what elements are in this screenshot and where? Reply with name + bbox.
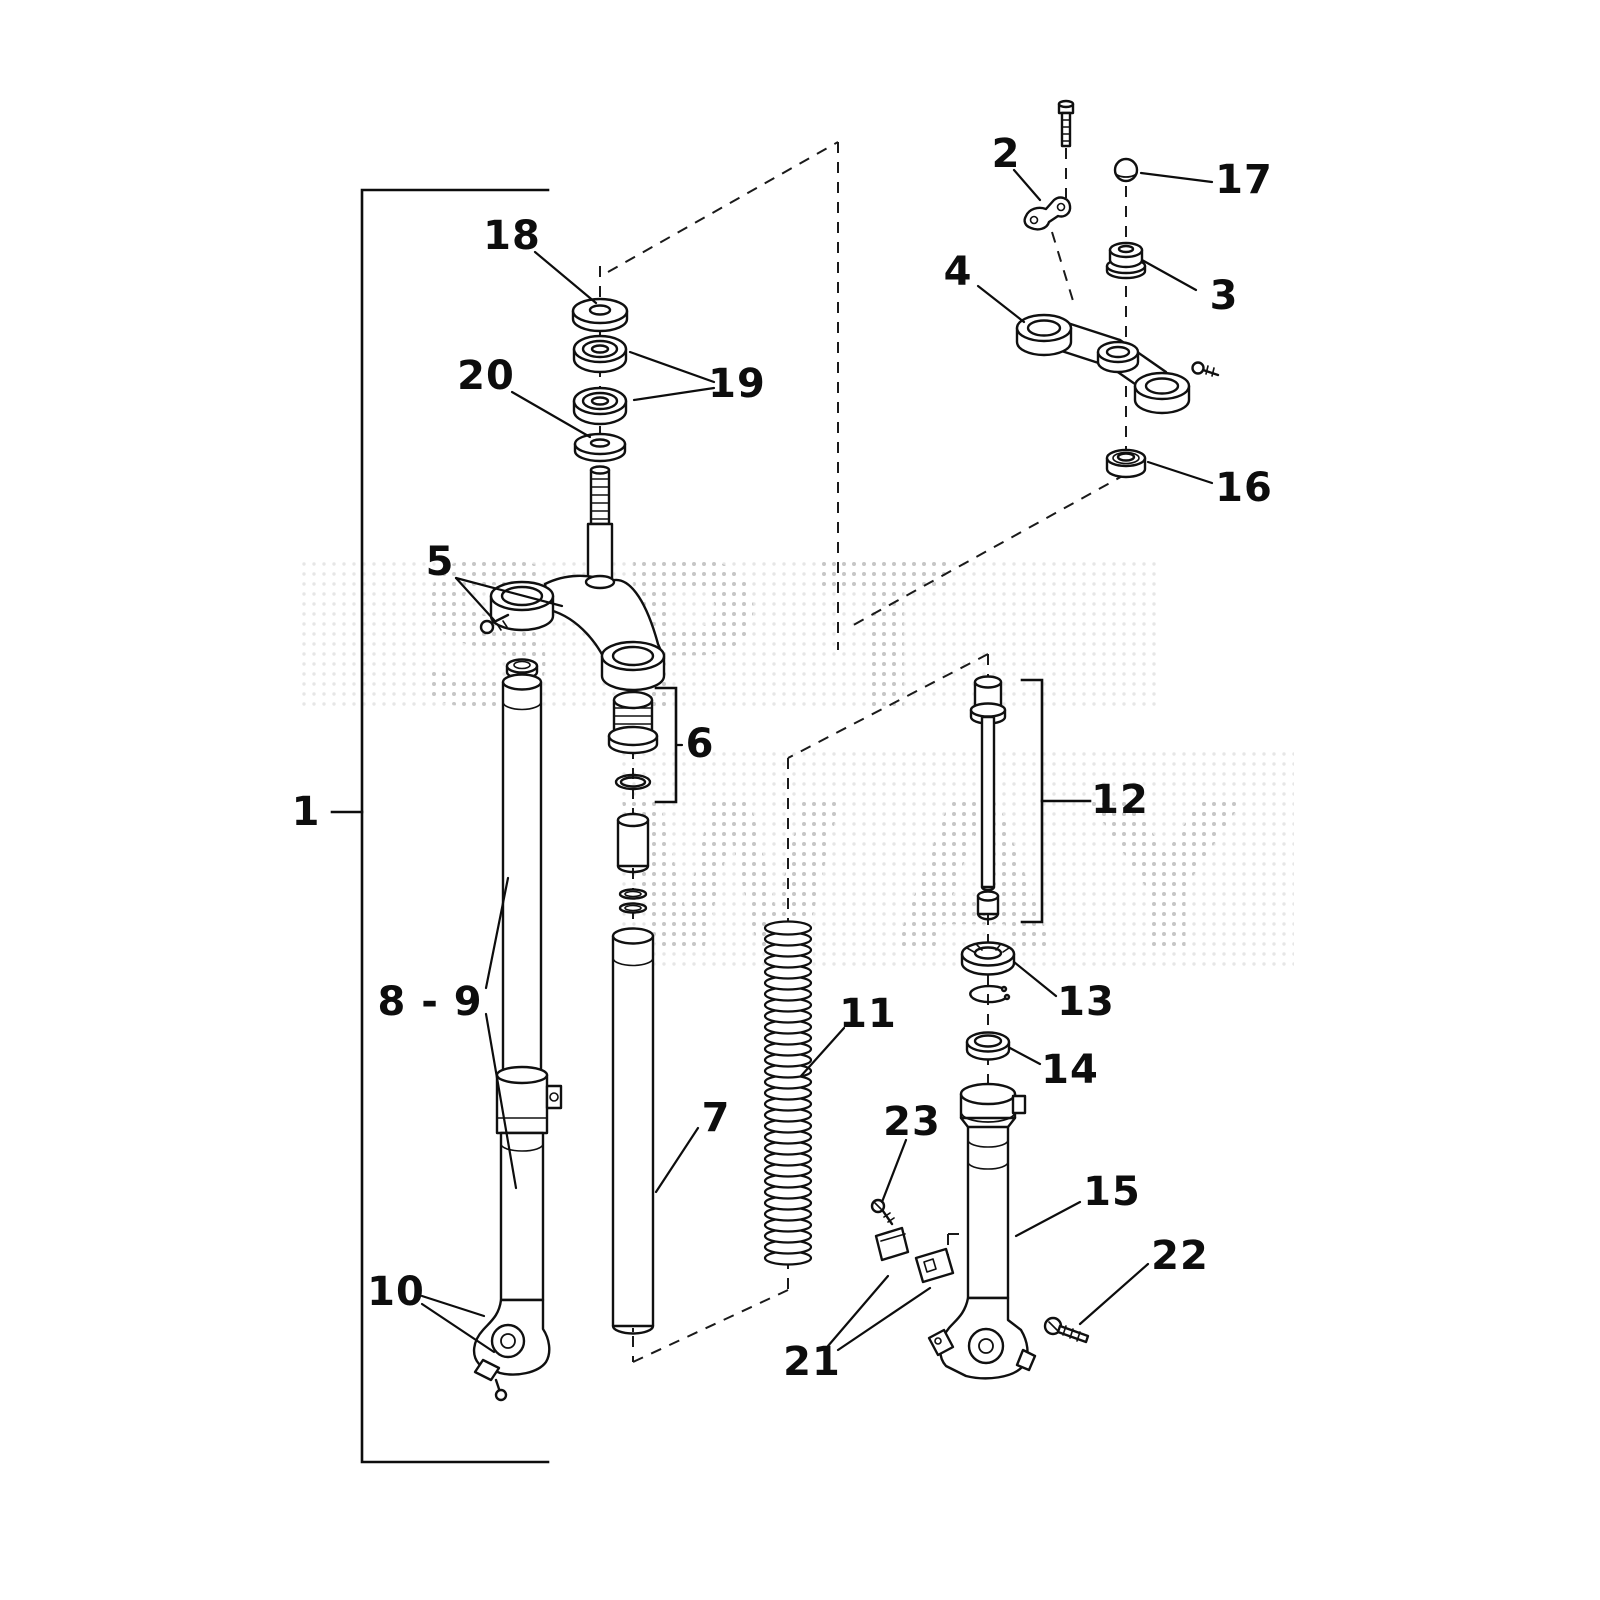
clamp-piece-21a: [874, 1226, 910, 1262]
thin-ring-lower: [618, 902, 648, 914]
callout-14: 14: [1041, 1047, 1099, 1093]
fork-spring-11: [763, 920, 813, 1266]
callout-4: 4: [943, 249, 973, 295]
clamp-bolt: [1057, 99, 1075, 148]
leader-7: [654, 1126, 700, 1194]
callout-17: 17: [1215, 157, 1273, 203]
inner-fork-tube-7: [611, 927, 655, 1335]
leader-11: [799, 1026, 846, 1078]
lower-triple-clamp-5: [479, 574, 666, 692]
leader-22: [1078, 1262, 1150, 1326]
leader-14: [1008, 1046, 1042, 1066]
callout-23: 23: [883, 1099, 941, 1145]
callout-15: 15: [1083, 1169, 1141, 1215]
callout-20: 20: [457, 353, 515, 399]
nut-3: [1105, 241, 1147, 280]
callout-21: 21: [783, 1339, 841, 1385]
washer-18: [571, 297, 629, 333]
leader-19b: [632, 386, 716, 402]
callout-19: 19: [708, 361, 766, 407]
leader-8-9b: [484, 1012, 518, 1190]
leader-16: [1146, 460, 1214, 485]
upper-triple-clamp-4: [1015, 313, 1220, 415]
o-ring-6: [614, 773, 652, 791]
leader-10a: [420, 1294, 486, 1318]
leader-lines: [420, 168, 1214, 1354]
bearing-19-lower: [572, 386, 628, 426]
leader-17: [1139, 171, 1214, 184]
callout-10: 10: [367, 1269, 425, 1315]
leader-10b: [420, 1302, 496, 1354]
callout-2: 2: [991, 131, 1021, 177]
leader-21a: [826, 1274, 890, 1348]
watermark: SPT WAY: [302, 521, 1297, 1002]
pinch-bolt: [479, 613, 510, 635]
callout-1: 1: [291, 789, 321, 835]
callout-7: 7: [701, 1095, 731, 1141]
leader-2: [1012, 168, 1042, 202]
leader-19a: [628, 350, 716, 384]
guide-line: [847, 473, 1127, 629]
leader-13: [1012, 960, 1058, 998]
washer-20: [573, 432, 627, 463]
leader-18: [533, 250, 598, 305]
callout-22: 22: [1151, 1233, 1209, 1279]
bearing-19-upper: [572, 334, 628, 374]
callout-12: 12: [1091, 777, 1149, 823]
callout-8-9: 8 - 9: [377, 979, 483, 1025]
leader-5b: [454, 576, 564, 608]
watermark-text-line2: WAY: [615, 757, 1297, 1002]
parts-artwork: [472, 99, 1220, 1402]
leader-5a: [454, 576, 496, 622]
guide-line: [787, 653, 989, 759]
thin-ring-upper: [618, 888, 648, 900]
guide-line: [607, 141, 839, 273]
callout-11: 11: [839, 991, 897, 1037]
clamp-pinch-screw: [1191, 361, 1220, 377]
callout-6: 6: [685, 721, 715, 767]
damper-rod-12: [969, 675, 1007, 892]
screw-22: [1043, 1316, 1090, 1344]
damper-piece: [976, 890, 1000, 921]
clamp-piece-2: [1023, 196, 1072, 231]
screw-23: [870, 1198, 895, 1226]
watermark-band-top: [302, 560, 1160, 710]
right-fork-leg-15: [927, 1082, 1037, 1380]
guide-line: [632, 1289, 789, 1363]
guide-axis: [1051, 231, 1075, 305]
spacer-sleeve: [616, 812, 650, 874]
callout-3: 3: [1209, 273, 1239, 319]
leader-8-9a: [484, 876, 510, 990]
nut-16: [1105, 448, 1147, 479]
watermark-band-bottom: [618, 752, 1294, 968]
dome-bolt-17: [1113, 157, 1139, 183]
snap-ring: [969, 984, 1011, 1004]
oil-seal-13: [960, 941, 1016, 976]
leader-21b: [836, 1286, 932, 1352]
callout-18: 18: [483, 213, 541, 259]
leader-23: [880, 1138, 908, 1204]
leader-15: [1014, 1200, 1082, 1238]
callout-13: 13: [1057, 979, 1115, 1025]
steering-stem: [586, 465, 614, 588]
leader-20: [510, 390, 592, 439]
leader-4: [976, 284, 1026, 324]
leader-3: [1140, 258, 1198, 292]
fork-cap-6: [607, 690, 659, 755]
left-fork-leg-8-9: [495, 658, 563, 1302]
clamp-piece-21b: [914, 1247, 955, 1284]
bracket-part-1: [360, 188, 550, 1464]
dust-ring-14: [965, 1031, 1011, 1061]
callout-5: 5: [425, 539, 455, 585]
callout-16: 16: [1215, 465, 1273, 511]
left-fork-axle-housing-10: [472, 1298, 551, 1402]
